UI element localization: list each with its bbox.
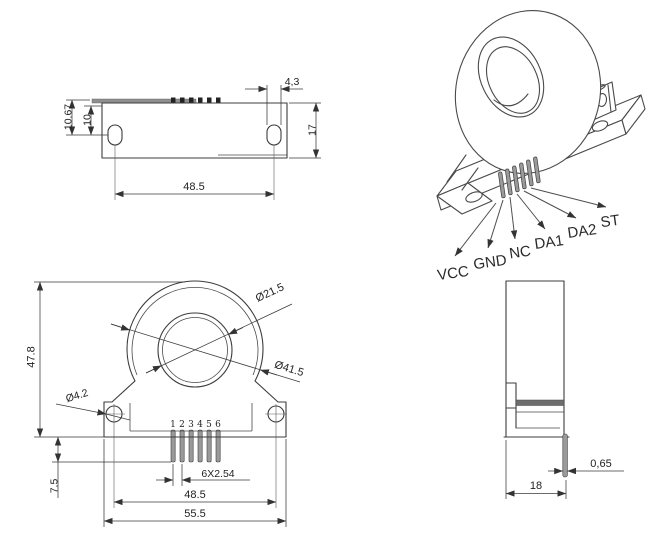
- dim-label-pin-thickness: 0,65: [590, 458, 611, 470]
- top-view-body: [101, 102, 288, 159]
- dim-overall-width: 55.5: [103, 439, 287, 527]
- dim-label-mount-hole-dia: Ø4.2: [64, 387, 89, 405]
- dim-label-top-hole-spacing: 48.5: [183, 181, 204, 193]
- dim-body-depth: 18: [505, 440, 567, 499]
- front-body-outline: [103, 280, 287, 438]
- dim-pin-thickness: 0,65: [548, 458, 624, 475]
- dim-pin-pitch: 6X2.54: [156, 464, 250, 486]
- pin-number-3: 3: [188, 420, 194, 430]
- dim-label-slot-width: 4,3: [285, 76, 300, 88]
- dim-label-edge-offset-a: 10.67: [63, 104, 75, 130]
- dim-label-overall-height: 47.8: [26, 346, 38, 367]
- dim-label-depth: 17: [307, 124, 319, 136]
- dim-label-front-hole-spacing: 48.5: [184, 489, 205, 501]
- pin-label-da1: DA1: [533, 232, 564, 253]
- dim-label-body-depth: 18: [530, 480, 542, 492]
- iso-torus: [446, 10, 602, 191]
- dim-slot-width: 4,3: [245, 76, 303, 125]
- side-view: 0,65 18: [503, 280, 624, 499]
- top-view-pin-nubs: [171, 97, 221, 103]
- pin-number-2: 2: [179, 420, 185, 430]
- dim-overall-height: 47.8: [26, 281, 185, 438]
- pin-number-5: 5: [206, 420, 212, 430]
- dim-pin-length: 7.5: [49, 436, 171, 498]
- dim-label-aperture-dia: Ø21.5: [254, 281, 286, 305]
- iso-pin-labels: VCC GND NC DA1 DA2 ST: [436, 212, 621, 284]
- front-aperture-outer: [157, 312, 233, 388]
- front-aperture-inner: [162, 317, 228, 383]
- pin-number-4: 4: [197, 420, 203, 430]
- pin-label-vcc: VCC: [436, 263, 470, 284]
- top-view-slot-right: [266, 124, 282, 146]
- pin-label-nc: NC: [508, 243, 532, 263]
- pin-label-st: ST: [599, 212, 620, 232]
- side-pin: [562, 433, 568, 478]
- iso-pin-leaders: [454, 187, 607, 257]
- pin-number-6: 6: [215, 420, 221, 430]
- dim-label-edge-offset-b: 10: [82, 114, 94, 126]
- dim-front-hole-spacing: 48.5: [113, 404, 277, 508]
- top-view-slot-left: [107, 124, 123, 146]
- pin-number-1: 1: [170, 420, 176, 430]
- iso-right-hole: [591, 120, 609, 132]
- iso-pins: [498, 156, 541, 199]
- side-band: [515, 399, 565, 406]
- iso-left-ear-hole: [465, 191, 483, 203]
- dim-edge-offsets: 10.67 10: [63, 99, 108, 136]
- pin-label-da2: DA2: [566, 221, 597, 242]
- iso-view: VCC GND NC DA1 DA2 ST: [436, 10, 646, 284]
- pin-label-gnd: GND: [472, 252, 508, 273]
- top-view: 4,3 17 48.5 10.67 10: [63, 76, 321, 200]
- dim-top-hole-spacing: 48.5: [114, 145, 275, 200]
- side-body: [505, 280, 565, 438]
- dim-label-pin-length: 7.5: [49, 479, 61, 494]
- dim-label-overall-width: 55.5: [184, 508, 205, 520]
- front-view: 1 2 3 4 5 6 Ø21.5 Ø41.5 Ø4.2: [26, 280, 305, 527]
- front-body-inner-contour: [131, 287, 259, 376]
- dim-label-pin-pitch: 6X2.54: [201, 468, 234, 480]
- front-pins: 1 2 3 4 5 6: [103, 420, 287, 463]
- dim-depth: 17: [289, 102, 321, 159]
- iso-left-ear: [436, 182, 493, 215]
- dim-label-ring-outer-dia: Ø41.5: [273, 359, 305, 379]
